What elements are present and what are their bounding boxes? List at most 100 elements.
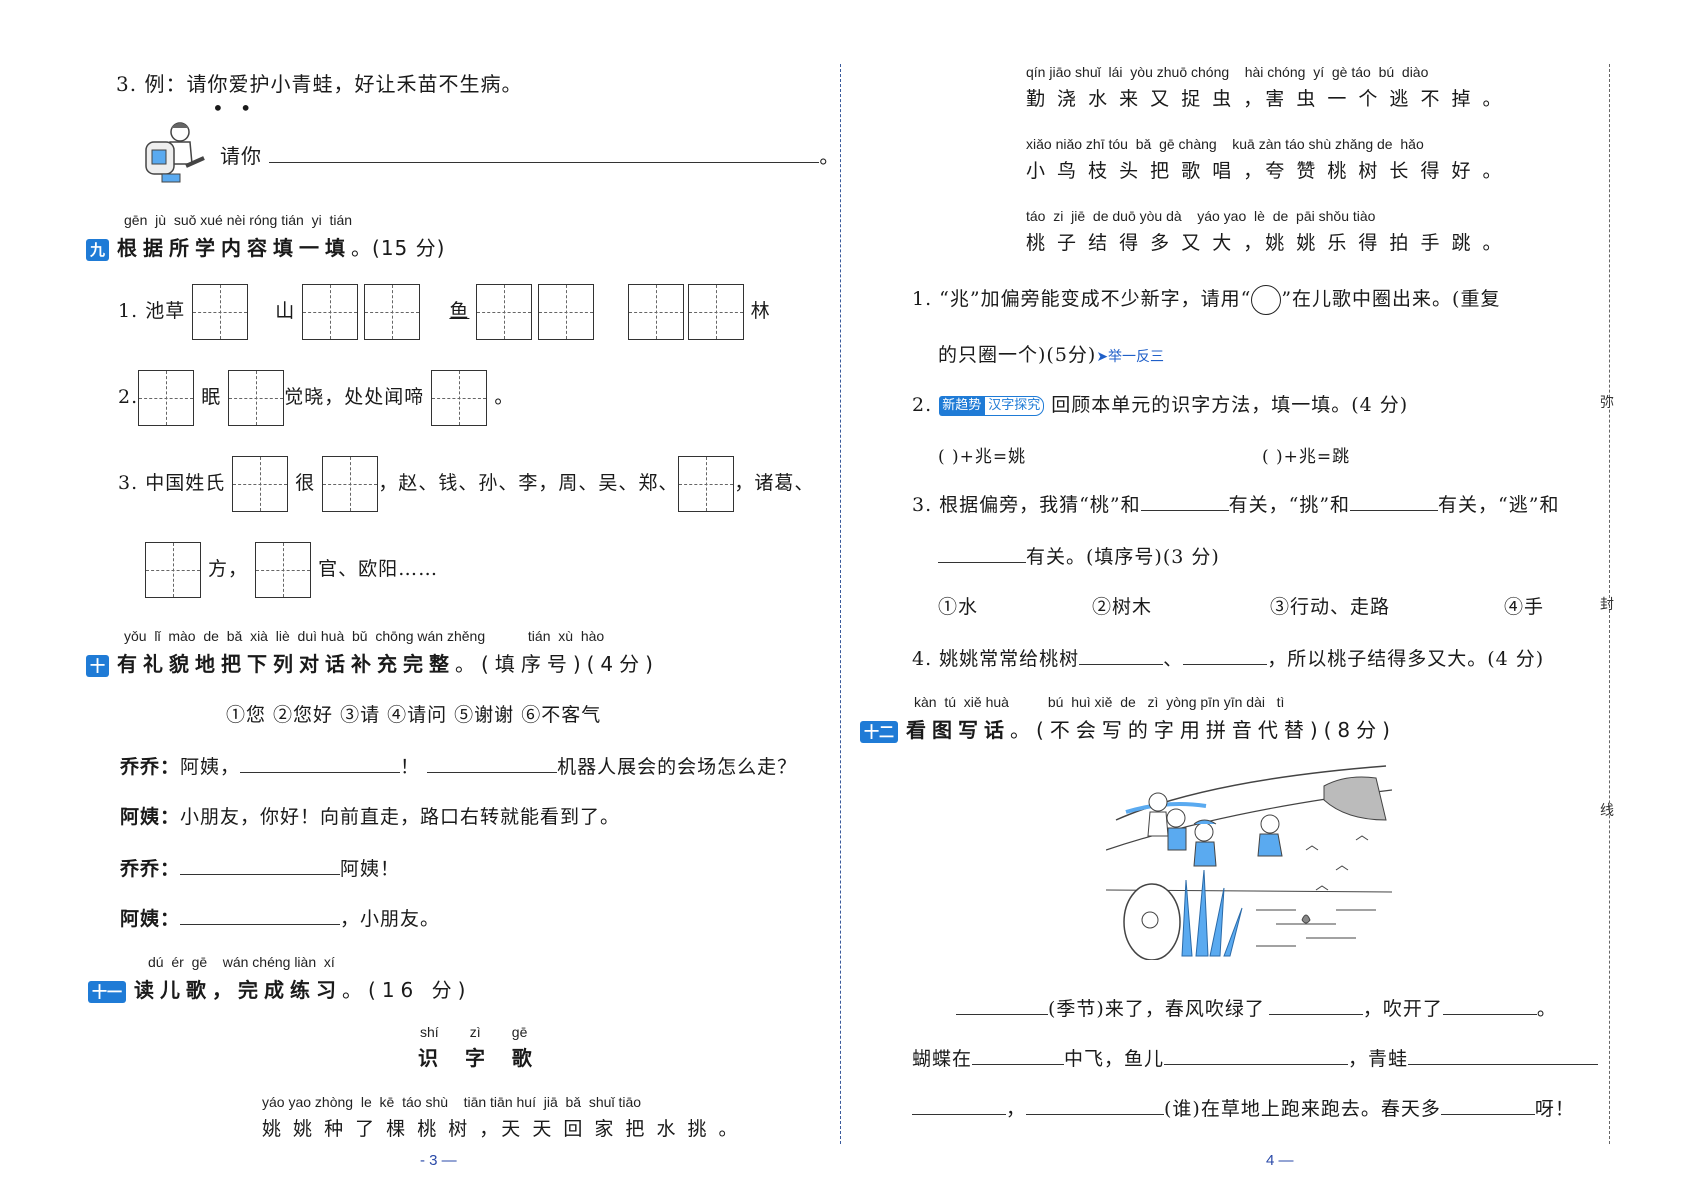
item-text: 方， — [208, 558, 249, 580]
answer-blank[interactable] — [956, 996, 1048, 1015]
section10-title: 有礼貌地把下列对话补充完整 — [117, 652, 456, 676]
section9-pinyin: gēn jù suǒ xué nèi róng tián yi tián — [124, 212, 353, 228]
q1-line1: 1. “兆”加偏旁能变成不少新字，请用“ ”在儿歌中圈出来。(重复 — [912, 284, 1500, 315]
q4-text: 、 — [1163, 648, 1184, 670]
q1-text: ”在儿歌中圈出来。(重复 — [1281, 288, 1501, 310]
char-box[interactable] — [678, 456, 735, 512]
binding-line — [1609, 64, 1610, 1144]
char-box[interactable] — [687, 284, 744, 340]
answer-blank[interactable] — [269, 144, 820, 163]
char-box[interactable] — [255, 542, 312, 598]
poem-line1-pinyin: yáo yao zhòng le kē táo shù tiān tiān hu… — [262, 1094, 642, 1110]
answer-blank[interactable] — [1408, 1046, 1599, 1065]
writing-text: ，青蛙 — [1348, 1048, 1409, 1070]
example-label: 3. 例： — [116, 72, 187, 96]
section10-options: ①您 ②您好 ③请 ④请问 ⑤谢谢 ⑥不客气 — [226, 704, 602, 726]
answer-blank[interactable] — [1140, 492, 1229, 511]
writing-line-1: (季节)来了，春风吹绿了，吹开了。 — [956, 994, 1557, 1021]
dialog-line-3: 乔乔：阿姨！ — [120, 854, 400, 881]
q2-number: 2. — [912, 394, 933, 416]
answer-blank[interactable] — [912, 1096, 1006, 1115]
answer-blank[interactable] — [180, 856, 341, 875]
section9-item1: 1. 池草 山 鱼 林 — [118, 284, 771, 340]
practice-tag: ➤举一反三 — [1096, 349, 1165, 365]
item-text: ，赵、钱、孙、李，周、吴、郑、 — [378, 472, 679, 494]
char-box[interactable] — [138, 370, 195, 426]
q1-text: 的只圈一个)(5分) — [938, 344, 1097, 366]
char-box[interactable] — [192, 284, 249, 340]
poem-line4-pinyin: táo zi jiē de duō yòu dà yáo yao lè de p… — [1026, 208, 1376, 224]
section11-title: 读儿歌，完成练习 — [134, 978, 343, 1002]
answer-blank[interactable] — [972, 1046, 1065, 1065]
poem-title: 识 字 歌 — [418, 1046, 542, 1070]
poem-line3-pinyin: xiǎo niǎo zhī tóu bǎ gē chàng kuā zàn tá… — [1026, 136, 1424, 152]
answer-blank[interactable] — [1079, 646, 1164, 665]
char-box[interactable] — [538, 284, 595, 340]
answer-blank[interactable] — [1440, 1096, 1535, 1115]
char-box[interactable] — [364, 284, 421, 340]
item-number: 2. — [118, 386, 139, 408]
q4-text: 4. 姚姚常常给桃树 — [912, 648, 1080, 670]
char-box[interactable] — [228, 370, 285, 426]
writing-text: ， — [1006, 1098, 1027, 1120]
writing-text: 呀！ — [1534, 1098, 1575, 1120]
section11-badge: 十一 — [88, 980, 127, 1003]
poem-title-pinyin: shí zì gē — [420, 1024, 528, 1040]
poem-line4: 桃 子 结 得 多 又 大 ，姚 姚 乐 得 拍 手 跳 。 — [1026, 232, 1505, 254]
section9-item3: 3. 中国姓氏 很 ，赵、钱、孙、李，周、吴、郑、，诸葛、 — [118, 456, 814, 512]
answer-blank[interactable] — [1026, 1096, 1165, 1115]
speaker: 阿姨： — [120, 908, 181, 930]
item-text: 林 — [750, 300, 771, 322]
answer-blank[interactable] — [427, 754, 558, 773]
section11-score: 。(16 分) — [342, 978, 472, 1002]
answer-blank[interactable] — [938, 544, 1026, 563]
q1-line2: 的只圈一个)(5分)➤举一反三 — [938, 340, 1164, 367]
q3-option-4: ④手 — [1504, 596, 1545, 618]
char-box[interactable] — [431, 370, 488, 426]
answer-blank[interactable] — [1183, 646, 1268, 665]
circle-icon — [1251, 285, 1282, 315]
section12-pinyin: kàn tú xiě huà bú huì xiě de zì yòng pīn… — [914, 694, 1285, 710]
q3-text: 3. 根据偏旁，我猜“桃”和 — [912, 494, 1141, 516]
q3-line2: 有关。(填序号)(3 分) — [938, 542, 1220, 569]
writing-text: (谁)在草地上跑来跑去。春天多 — [1164, 1098, 1441, 1120]
answer-blank[interactable] — [1268, 996, 1363, 1015]
item-text: 觉晓，处处闻啼 — [284, 386, 425, 408]
speaker: 阿姨： — [120, 806, 181, 828]
q1-text: 1. “兆”加偏旁能变成不少新字，请用“ — [912, 288, 1252, 310]
dialog-text: ！ — [400, 756, 421, 778]
q2-text: 回顾本单元的识字方法，填一填。(4 分) — [1051, 394, 1409, 416]
writing-text: 。 — [1536, 998, 1557, 1020]
char-box[interactable] — [322, 456, 379, 512]
speaker: 乔乔： — [120, 858, 181, 880]
q2-eq1[interactable]: ( )+兆=姚 — [938, 447, 1027, 467]
section9-score: 。(15 分) — [351, 236, 446, 260]
char-box[interactable] — [145, 542, 201, 598]
answer-blank[interactable] — [180, 906, 341, 925]
item-text: 。 — [494, 386, 515, 408]
q3-text: 有关。(填序号)(3 分) — [1026, 546, 1220, 568]
section9-title: 根据所学内容填一填 — [117, 236, 352, 260]
q3-text: 有关，“挑”和 — [1228, 494, 1351, 516]
dialog-line-2: 阿姨：小朋友，你好！向前直走，路口右转就能看到了。 — [120, 802, 620, 829]
answer-blank[interactable] — [240, 754, 401, 773]
char-box[interactable] — [476, 284, 533, 340]
binding-mark-2: 封 — [1600, 597, 1614, 613]
char-box[interactable] — [232, 456, 289, 512]
item-text: 鱼 — [449, 300, 470, 322]
section10-pinyin: yǒu lǐ mào de bǎ xià liè duì huà bǔ chōn… — [124, 628, 605, 644]
dialog-text: 阿姨， — [180, 756, 241, 778]
spring-scene-illustration — [1106, 765, 1392, 960]
char-box[interactable] — [302, 284, 359, 340]
section10-score: 。(填序号)(4分) — [455, 652, 659, 676]
q3-option-2: ②树木 — [1092, 596, 1153, 618]
char-box[interactable] — [627, 284, 684, 340]
answer-blank[interactable] — [1350, 492, 1439, 511]
section9-item3-cont: 方， 官、欧阳…… — [145, 542, 438, 598]
section12-badge: 十二 — [860, 720, 899, 743]
item-text: 眠 — [201, 386, 222, 408]
writing-text: (季节)来了，春风吹绿了 — [1048, 998, 1265, 1020]
q2-eq2[interactable]: ( )+兆=跳 — [1262, 447, 1351, 467]
answer-blank[interactable] — [1164, 1046, 1349, 1065]
answer-blank[interactable] — [1442, 996, 1537, 1015]
